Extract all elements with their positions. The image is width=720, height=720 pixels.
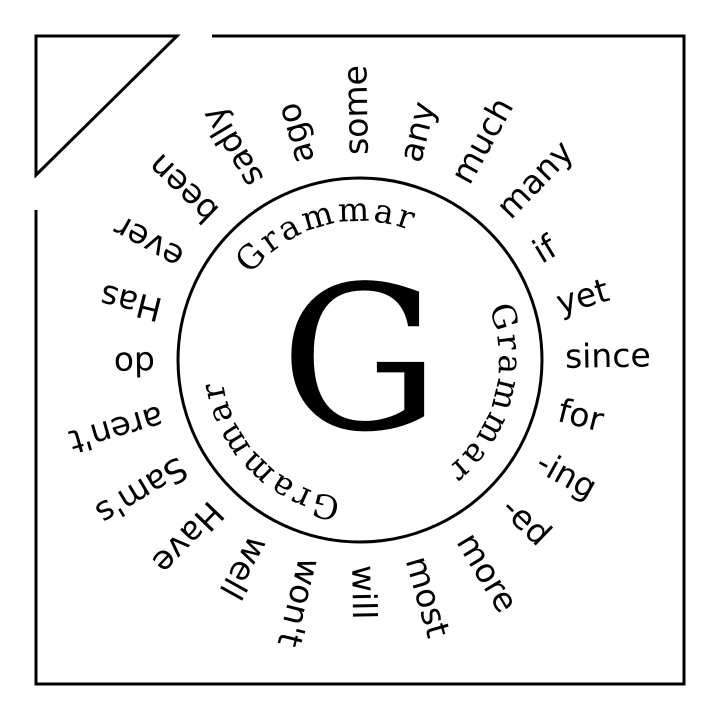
wheel-word: Have bbox=[145, 494, 232, 582]
wheel-word: do bbox=[114, 344, 156, 384]
wheel-word: Has bbox=[96, 276, 166, 329]
wheel-word: -ing bbox=[530, 442, 604, 507]
wheel-word: sadly bbox=[193, 100, 271, 195]
wheel-word: ago bbox=[268, 99, 322, 169]
wheel-word: much bbox=[442, 91, 521, 190]
wheel-word: won't bbox=[270, 554, 330, 651]
wheel-word: well bbox=[212, 530, 278, 606]
wheel-word: been bbox=[140, 146, 226, 231]
wheel-word: since bbox=[565, 335, 651, 375]
wheel-word: will bbox=[344, 565, 384, 620]
wheel-word: aren't bbox=[65, 398, 168, 462]
wheel-word: many bbox=[488, 132, 581, 226]
wheel-word: for bbox=[554, 391, 608, 440]
corner-flap bbox=[34, 34, 181, 179]
big-g-letter: G bbox=[280, 244, 440, 477]
wheel-word: -ed bbox=[494, 488, 559, 553]
wheel-word: most bbox=[398, 552, 458, 642]
wheel-word: yet bbox=[552, 270, 614, 322]
wheel-word: if bbox=[526, 226, 565, 271]
outer-frame bbox=[34, 34, 686, 686]
wheel-word: more bbox=[449, 526, 526, 619]
wheel-word: some bbox=[335, 65, 376, 156]
wheel-word: ever bbox=[106, 208, 190, 278]
center-circle bbox=[176, 176, 544, 544]
wheel-word: any bbox=[391, 98, 444, 166]
